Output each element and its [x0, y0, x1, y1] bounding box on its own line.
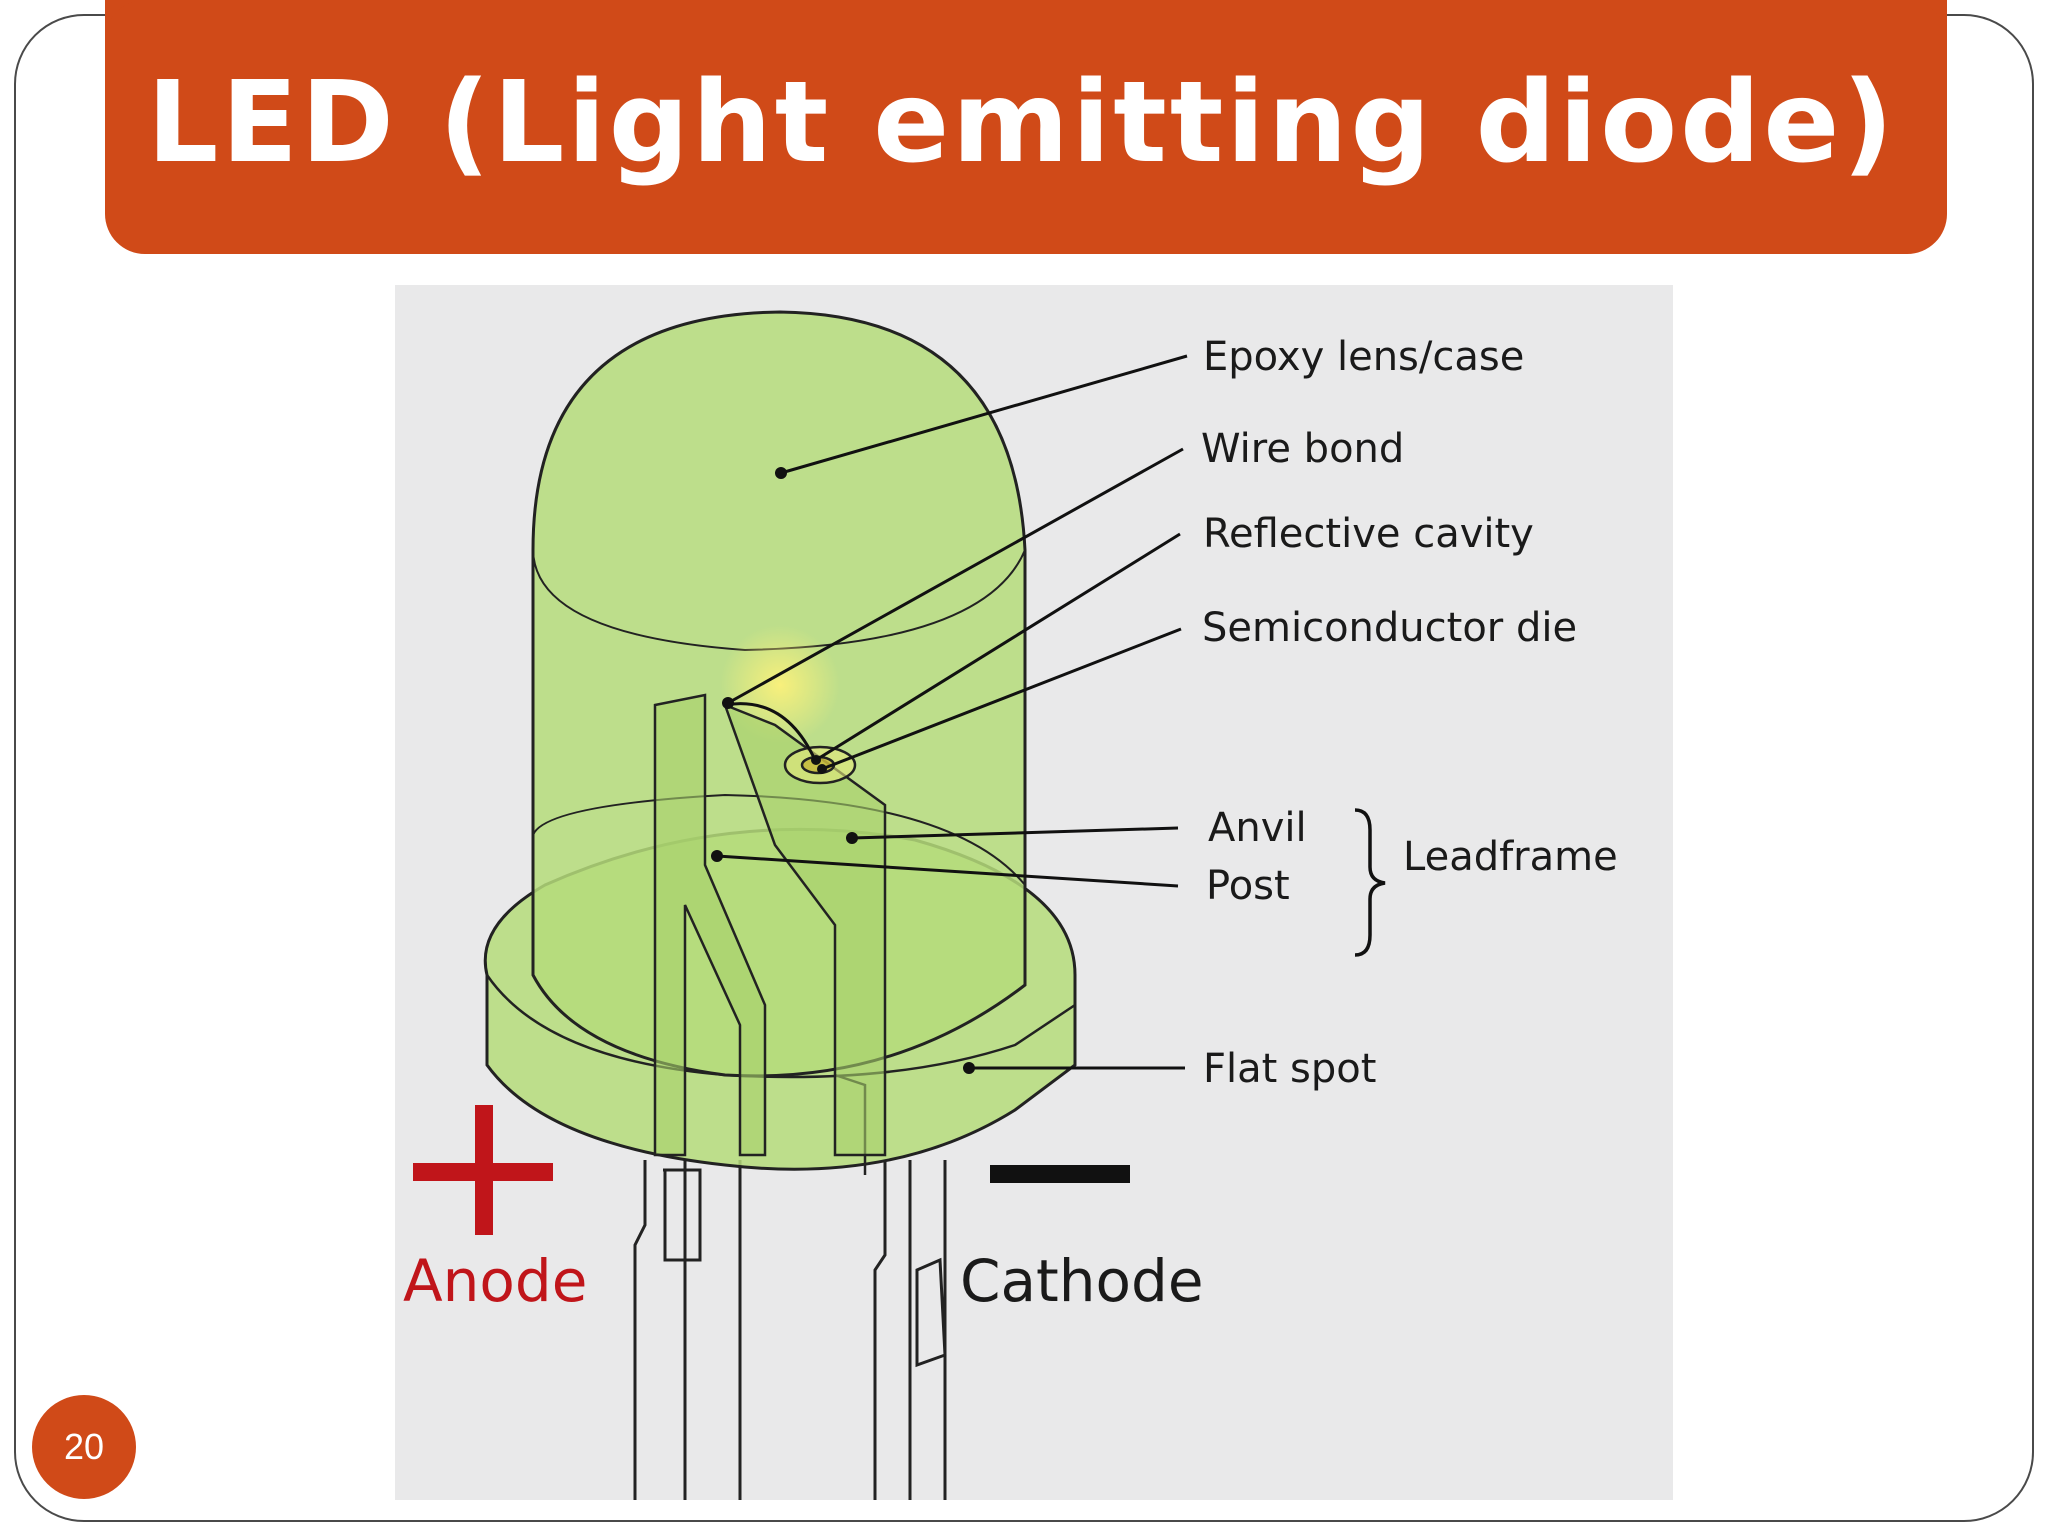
page-number: 20: [63, 1426, 105, 1467]
led-diagram: Epoxy lens/case Wire bond Reflective cav…: [403, 310, 1618, 1500]
label-leadframe: Leadframe: [1403, 834, 1618, 880]
label-post: Post: [1206, 863, 1290, 909]
leadframe-bracket: [1354, 808, 1386, 957]
label-cathode: Cathode: [960, 1247, 1204, 1315]
epoxy-dome: [531, 310, 1027, 1078]
leader-lines: [716, 354, 1188, 1070]
minus-icon: [990, 1165, 1130, 1183]
label-anode: Anode: [403, 1247, 587, 1315]
slide-title: LED (Light emitting diode): [147, 58, 1897, 188]
leader-dots: [711, 467, 975, 1074]
led-diagram-panel: Epoxy lens/case Wire bond Reflective cav…: [395, 285, 1673, 1500]
wire-bond-arc: [724, 702, 817, 761]
label-semiconductor-die: Semiconductor die: [1202, 605, 1577, 651]
page-number-badge: 20: [32, 1395, 136, 1499]
lead-wires: [633, 1160, 947, 1500]
label-epoxy: Epoxy lens/case: [1203, 334, 1524, 380]
label-wire-bond: Wire bond: [1201, 426, 1404, 472]
label-anvil: Anvil: [1208, 805, 1307, 851]
label-flat-spot: Flat spot: [1203, 1046, 1376, 1092]
title-bar: LED (Light emitting diode): [105, 0, 1947, 254]
label-reflective-cavity: Reflective cavity: [1203, 511, 1534, 557]
leadframe-post: [653, 693, 887, 1157]
plus-icon: [413, 1105, 553, 1235]
